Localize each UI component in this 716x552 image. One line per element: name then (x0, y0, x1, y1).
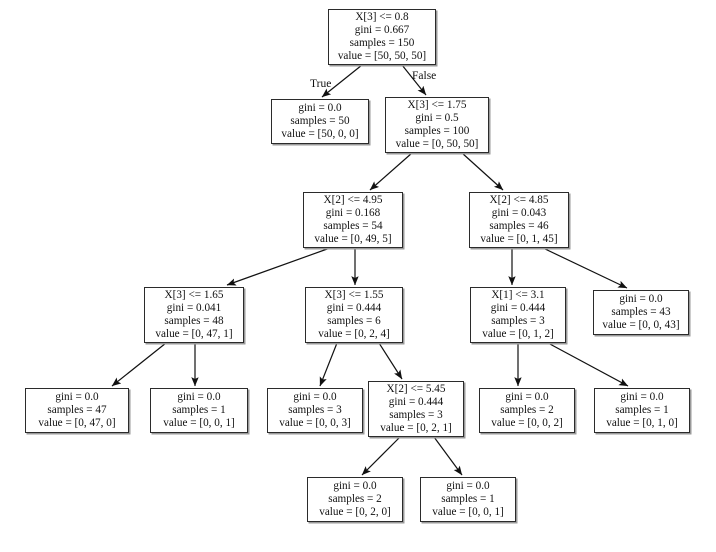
tree-edge (369, 152, 413, 191)
tree-node-line: samples = 100 (404, 125, 470, 137)
tree-node-line: gini = 0.0 (505, 391, 549, 404)
tree-node-line: gini = 0.043 (491, 207, 547, 220)
tree-node-line: value = [0, 1, 0] (606, 416, 678, 429)
tree-node-line: value = [0, 1, 2] (482, 327, 554, 340)
tree-edge (461, 152, 504, 191)
tree-node-line: gini = 0.0 (55, 391, 99, 404)
tree-edge (226, 247, 331, 286)
tree-node-line: gini = 0.0 (298, 102, 342, 115)
tree-node-line: samples = 2 (500, 404, 554, 416)
tree-node-line: gini = 0.444 (388, 396, 444, 409)
tree-node-line: gini = 0.0 (333, 480, 377, 493)
tree-node-line: gini = 0.0 (293, 391, 337, 404)
tree-node-line: value = [0, 47, 1] (155, 327, 233, 340)
tree-node-line: value = [0, 0, 1] (163, 416, 235, 429)
tree-node-line: gini = 0.5 (415, 112, 459, 125)
tree-node-line: gini = 0.444 (490, 302, 546, 315)
tree-node-line: samples = 48 (164, 315, 224, 327)
tree-node-line: value = [0, 50, 50] (395, 137, 479, 150)
tree-node-line: value = [0, 2, 4] (318, 327, 390, 340)
tree-node-line: X[3] <= 1.55 (324, 289, 384, 302)
tree-node-line: samples = 1 (172, 404, 226, 416)
tree-node-line: X[3] <= 1.75 (407, 99, 467, 112)
tree-node-line: value = [0, 0, 3] (279, 416, 351, 429)
tree-node-line: samples = 50 (290, 115, 350, 127)
tree-node-line: samples = 3 (389, 409, 443, 421)
tree-node-line: X[1] <= 3.1 (491, 289, 545, 302)
tree-node-line: gini = 0.0 (177, 391, 221, 404)
tree-node-line: value = [0, 0, 2] (491, 416, 563, 429)
tree-node-line: X[2] <= 4.95 (323, 194, 383, 207)
tree-node-line: X[2] <= 4.85 (489, 194, 549, 207)
tree-edge (433, 436, 463, 476)
tree-edge (542, 247, 628, 289)
tree-node-line: value = [50, 0, 0] (281, 127, 359, 140)
tree-node-line: gini = 0.168 (325, 207, 381, 220)
edge-label-true: True (310, 78, 332, 90)
tree-node-line: X[3] <= 0.8 (355, 11, 409, 24)
tree-node-line: gini = 0.0 (446, 480, 490, 493)
tree-node-line: value = [50, 50, 50] (337, 49, 427, 62)
tree-node-line: X[3] <= 1.65 (164, 289, 224, 302)
tree-node-line: samples = 47 (47, 404, 107, 416)
tree-node-line: gini = 0.667 (354, 24, 410, 37)
tree-node-line: samples = 2 (328, 493, 382, 505)
tree-node-line: gini = 0.0 (619, 293, 663, 306)
tree-node-line: value = [0, 0, 43] (602, 318, 680, 331)
tree-node-line: samples = 3 (491, 315, 545, 327)
tree-node-line: samples = 1 (441, 493, 495, 505)
tree-edge (378, 342, 403, 380)
tree-node-line: value = [0, 1, 45] (480, 232, 558, 245)
tree-node-line: samples = 150 (349, 37, 415, 49)
tree-node-line: samples = 6 (327, 315, 381, 327)
tree-edge (547, 342, 629, 387)
tree-edge (319, 342, 338, 387)
tree-edge (361, 436, 401, 476)
tree-node-line: value = [0, 47, 0] (38, 416, 116, 429)
tree-node-line: samples = 43 (611, 306, 671, 318)
tree-node-line: value = [0, 2, 0] (319, 505, 391, 518)
tree-node-line: value = [0, 0, 1] (432, 505, 504, 518)
tree-node-line: gini = 0.041 (166, 302, 222, 315)
tree-node-line: value = [0, 2, 1] (380, 421, 452, 434)
tree-node-line: gini = 0.444 (326, 302, 382, 315)
tree-node-line: samples = 1 (615, 404, 669, 416)
edge-label-false: False (412, 70, 437, 82)
tree-node-line: X[2] <= 5.45 (386, 383, 446, 396)
tree-node-line: samples = 54 (323, 220, 383, 232)
tree-node-line: value = [0, 49, 5] (314, 232, 392, 245)
tree-node-line: gini = 0.0 (620, 391, 664, 404)
tree-node-line: samples = 3 (288, 404, 342, 416)
tree-edge (111, 342, 167, 387)
tree-node-line: samples = 46 (489, 220, 549, 232)
